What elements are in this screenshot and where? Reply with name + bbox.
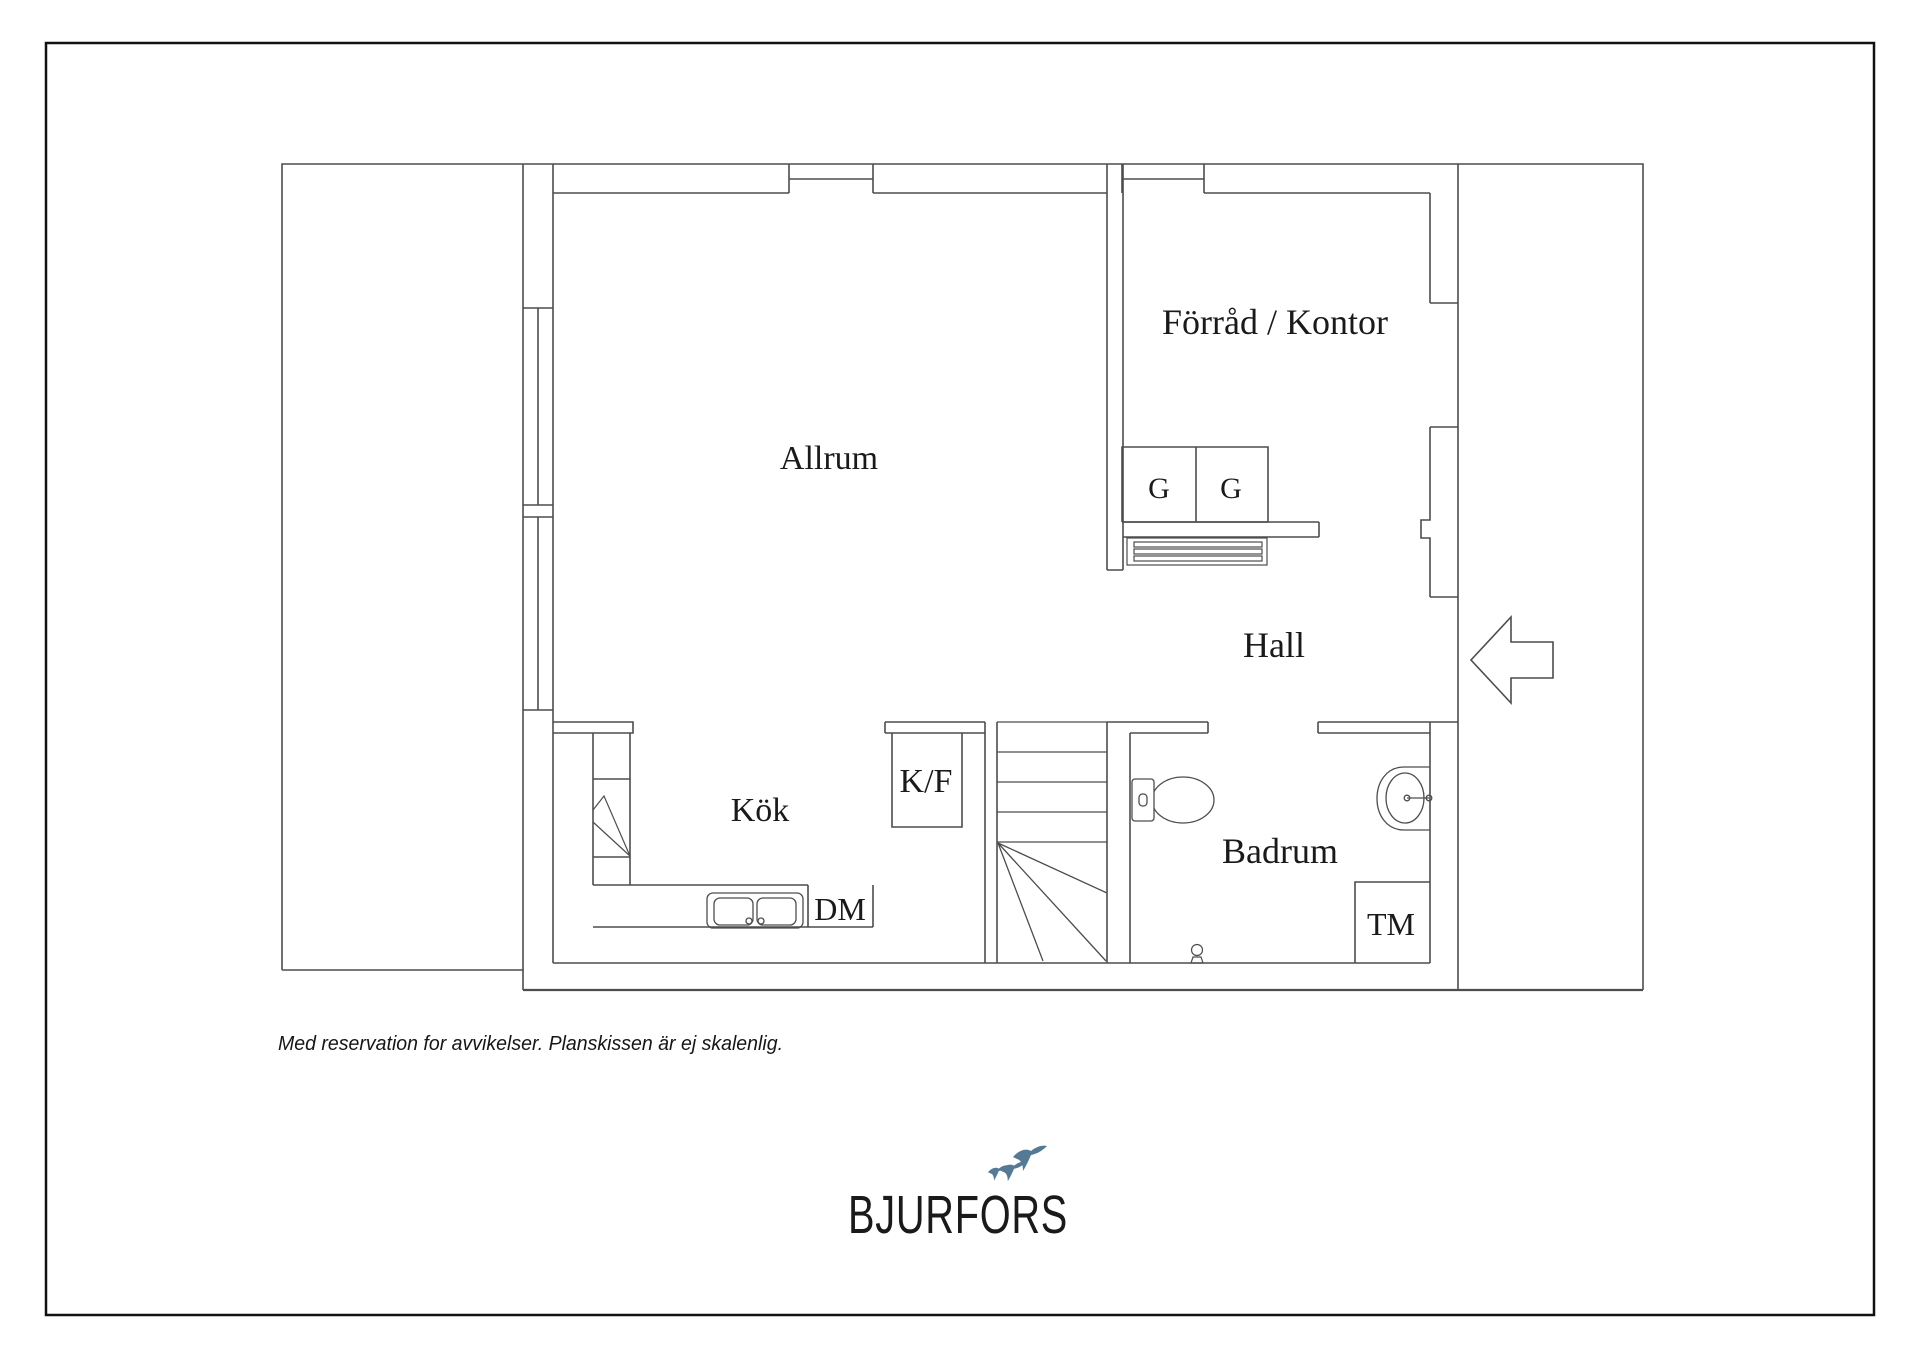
wardrobe-cabinets (1121, 446, 1269, 523)
label-fridge-freezer: K/F (900, 763, 953, 800)
fridge-freezer-cabinet (891, 733, 963, 828)
logo-birds-icon (988, 1145, 1047, 1182)
entrance-arrow-icon (1469, 614, 1554, 706)
room-label-hall: Hall (1243, 625, 1305, 665)
right-wall (1420, 164, 1459, 990)
kitchen-wall-stub (553, 721, 634, 734)
kitchen-counter-left (592, 733, 631, 885)
top-wall-with-windows (553, 164, 1430, 194)
label-wardrobe-right: G (1220, 472, 1242, 505)
radiator-icon (1126, 537, 1268, 566)
floor-drain-icon (1190, 943, 1204, 964)
disclaimer-text: Med reservation for avvikelser. Planskis… (278, 1033, 783, 1055)
washbasin-icon (1376, 766, 1433, 831)
bathroom-top-wall (1107, 721, 1430, 734)
label-dishwasher: DM (814, 891, 866, 927)
room-label-kok: Kök (731, 792, 790, 829)
kitchen-top-wall (884, 721, 985, 734)
exterior-outline (281, 163, 1644, 990)
room-label-allrum: Allrum (780, 440, 878, 477)
logo-wordmark: BJURFORS (848, 1185, 1068, 1245)
partition-allrum-forrad (1106, 164, 1124, 571)
corner-cabinet-icon (592, 794, 631, 857)
label-wardrobe-left: G (1148, 472, 1170, 505)
washing-machine-box (1354, 881, 1430, 963)
kitchen-counter-bottom (593, 884, 874, 928)
label-washing-machine: TM (1367, 906, 1415, 942)
room-label-forrad-kontor: Förråd / Kontor (1162, 302, 1388, 342)
room-label-badrum: Badrum (1222, 831, 1338, 871)
floorplan-drawing (281, 163, 1644, 992)
toilet-icon (1131, 776, 1215, 824)
partition-forrad-hall (1123, 521, 1320, 538)
staircase-icon (997, 721, 1108, 962)
left-wall-with-window (522, 164, 554, 970)
kitchen-sink-icon (706, 892, 804, 929)
page-border (44, 41, 1876, 1317)
bjurfors-logo: BJURFORS (848, 1145, 1068, 1245)
